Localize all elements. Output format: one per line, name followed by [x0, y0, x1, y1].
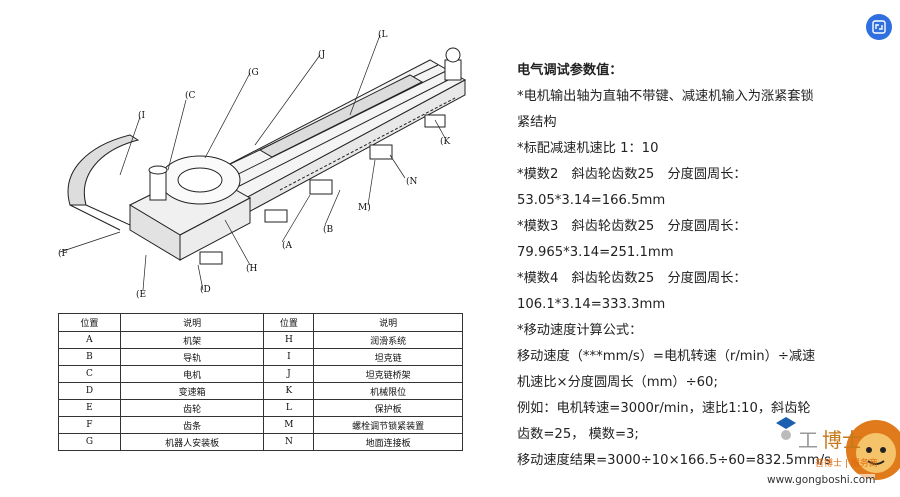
- table-cell: G: [58, 433, 121, 451]
- callout-b: (B: [323, 224, 334, 235]
- table-cell: 变速箱: [119, 382, 265, 400]
- table-row: E 齿轮 L 保护板: [58, 399, 463, 417]
- callout-e: (E: [136, 289, 146, 300]
- params-heading: 电气调试参数值：: [517, 63, 623, 78]
- table-cell: 地面连接板: [313, 433, 463, 451]
- table-header: 位置: [58, 313, 121, 332]
- table-row: D 变速箱 K 机械限位: [58, 382, 463, 400]
- callout-d: (D: [200, 284, 211, 295]
- table-cell: 坦克链: [313, 348, 463, 366]
- table-cell: 电机: [119, 365, 265, 383]
- params-line: *电机输出轴为直轴不带键、减速机输入为涨紧套锁: [517, 89, 814, 104]
- table-cell: N: [263, 433, 315, 451]
- params-line: 53.05*3.14=166.5mm: [517, 193, 666, 208]
- params-line: 例如：电机转速=3000r/min，速比1:10，斜齿轮: [517, 401, 811, 416]
- table-cell: F: [58, 416, 121, 434]
- params-line: 紧结构: [517, 115, 557, 130]
- callout-h: (H: [246, 263, 258, 274]
- parts-table: 位置 说明 位置 说明 A 机架 H 润滑系统 B 导轨 I 坦克链 C 电机 …: [58, 313, 463, 451]
- table-row: G 机器人安装板 N 地面连接板: [58, 433, 463, 451]
- table-cell: B: [58, 348, 121, 366]
- table-row: C 电机 J 坦克链桥架: [58, 365, 463, 383]
- table-cell: K: [263, 382, 315, 400]
- table-cell: L: [263, 399, 315, 417]
- table-cell: 螺栓调节锁紧装置: [313, 416, 463, 434]
- params-line: 齿数=25， 模数=3;: [517, 427, 639, 442]
- params-line: 机速比×分度圆周长（mm）÷60;: [517, 375, 718, 390]
- table-cell: E: [58, 399, 121, 417]
- callout-m: M): [358, 202, 371, 213]
- callout-g: (G: [248, 67, 259, 78]
- params-line: 移动速度（***mm/s）=电机转速（r/min）÷减速: [517, 349, 816, 364]
- params-line: 106.1*3.14=333.3mm: [517, 297, 666, 312]
- params-line: *模数2 斜齿轮齿数25 分度圆周长：: [517, 167, 747, 182]
- table-cell: 润滑系统: [313, 331, 463, 349]
- table-cell: 齿轮: [119, 399, 265, 417]
- callout-j: (J: [318, 49, 326, 60]
- params-line: *移动速度计算公式：: [517, 323, 643, 338]
- watermark-tag: 普博士 | 服务商: [815, 459, 878, 469]
- watermark-url: www.gongboshi.com: [767, 474, 876, 486]
- table-cell: M: [263, 416, 315, 434]
- params-line: *模数3 斜齿轮齿数25 分度圆周长：: [517, 219, 747, 234]
- mascot-logo: 工 博士: [776, 417, 900, 480]
- callout-k: (K: [440, 136, 451, 147]
- table-cell: 坦克链桥架: [313, 365, 463, 383]
- table-cell: 齿条: [119, 416, 265, 434]
- callout-f: (F: [58, 248, 68, 259]
- table-cell: J: [263, 365, 315, 383]
- table-cell: D: [58, 382, 121, 400]
- share-icon: [872, 20, 886, 34]
- callout-c: (C: [185, 90, 196, 101]
- callout-l: (L: [378, 29, 388, 40]
- table-header-row: 位置 说明 位置 说明: [58, 313, 463, 332]
- table-row: A 机架 H 润滑系统: [58, 331, 463, 349]
- params-line: 移动速度结果=3000÷10×166.5÷60=832.5mm/s: [517, 453, 832, 468]
- table-header: 位置: [263, 313, 315, 332]
- electrical-params: 电气调试参数值： *电机输出轴为直轴不带键、减速机输入为涨紧套锁 紧结构 *标配…: [517, 58, 837, 474]
- callout-n: (N: [406, 176, 418, 187]
- table-cell: 机架: [119, 331, 265, 349]
- table-cell: I: [263, 348, 315, 366]
- params-line: 79.965*3.14=251.1mm: [517, 245, 674, 260]
- table-row: F 齿条 M 螺栓调节锁紧装置: [58, 416, 463, 434]
- table-cell: 导轨: [119, 348, 265, 366]
- table-cell: 机器人安装板: [119, 433, 265, 451]
- table-cell: C: [58, 365, 121, 383]
- table-header: 说明: [313, 313, 463, 332]
- callout-i: (I: [138, 110, 146, 121]
- callout-a: (A: [282, 240, 293, 251]
- params-line: *模数4 斜齿轮齿数25 分度圆周长：: [517, 271, 747, 286]
- svg-text:博士: 博士: [822, 428, 862, 452]
- table-header: 说明: [119, 313, 265, 332]
- table-cell: 保护板: [313, 399, 463, 417]
- table-cell: A: [58, 331, 121, 349]
- table-cell: H: [263, 331, 315, 349]
- linear-axis-drawing: (A (B (C (D (E (F (G (H (I (J (K (L M) (…: [58, 29, 467, 300]
- svg-text:工: 工: [798, 428, 818, 452]
- table-cell: 机械限位: [313, 382, 463, 400]
- params-line: *标配减速机速比 1：10: [517, 141, 659, 156]
- share-button[interactable]: [866, 14, 892, 40]
- table-row: B 导轨 I 坦克链: [58, 348, 463, 366]
